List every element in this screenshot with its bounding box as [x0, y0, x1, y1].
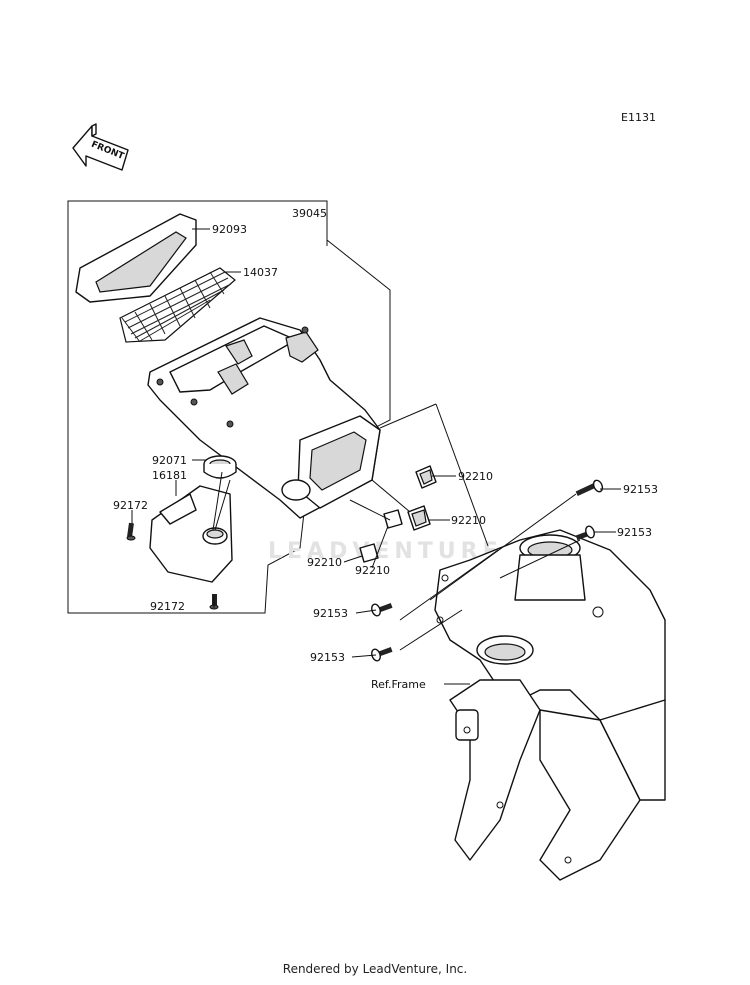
callout-ref-frame: Ref.Frame [371, 678, 426, 691]
callout-39045: 39045 [292, 207, 327, 220]
callout-92210-upper: 92210 [458, 470, 493, 483]
part-16181-tank [149, 471, 233, 583]
callout-92153-right: 92153 [617, 526, 652, 539]
callout-92172-upper: 92172 [113, 499, 148, 512]
callout-14037: 14037 [243, 266, 278, 279]
callout-92093: 92093 [212, 223, 247, 236]
callout-92153-middle: 92153 [313, 607, 348, 620]
part-39045-air-duct [147, 317, 381, 519]
part-92071-grommet [203, 455, 237, 479]
leader-lines [131, 228, 621, 685]
assembly-bracket [67, 200, 391, 614]
clip-92210-a [415, 465, 437, 489]
callout-16181: 16181 [152, 469, 187, 482]
callout-92210-lower-left: 92210 [307, 556, 342, 569]
clip-92210-d [359, 543, 379, 563]
footer-credit: Rendered by LeadVenture, Inc. [282, 962, 468, 976]
clip-92210-b [407, 505, 431, 531]
diagram-code: E1131 [621, 111, 656, 124]
callout-92153-upper: 92153 [623, 483, 658, 496]
front-arrow-icon: FRONT [72, 123, 129, 171]
bolt-92172-a [126, 522, 136, 541]
callout-92071: 92071 [152, 454, 187, 467]
callout-92210-lower-right: 92210 [355, 564, 390, 577]
part-92093-grille-frame [75, 213, 197, 303]
clip-92210-c [383, 509, 403, 529]
frame-body [434, 529, 666, 881]
bolt-92153-c [371, 603, 393, 617]
watermark: LEADVENTURE [268, 539, 503, 564]
bolt-92153-b [575, 525, 595, 541]
bolt-92153-d [371, 647, 393, 662]
callout-92153-lower: 92153 [310, 651, 345, 664]
part-14037-mesh [119, 267, 236, 343]
callout-92210-middle: 92210 [451, 514, 486, 527]
bolt-92153-a [575, 479, 604, 497]
callout-92172-lower: 92172 [150, 600, 185, 613]
